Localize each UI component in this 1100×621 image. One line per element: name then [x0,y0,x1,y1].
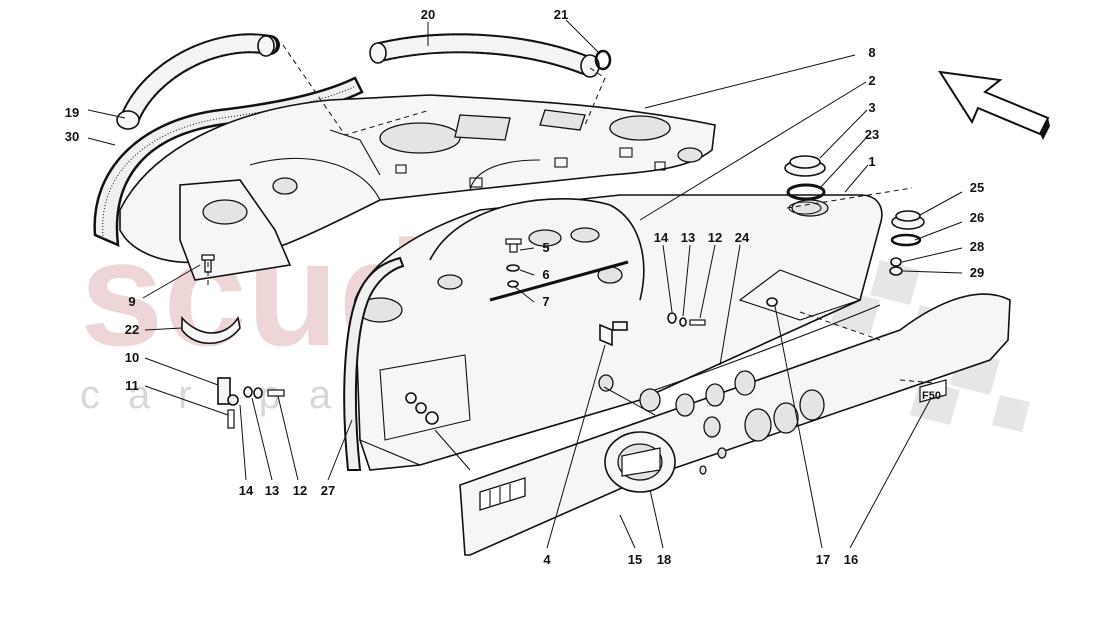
seal-strip-27 [343,256,405,471]
callout-3: 3 [868,100,875,115]
callout-28: 28 [970,239,984,254]
main-dashboard-1 [354,194,883,471]
nut-29 [889,266,903,276]
callout-13-upper: 13 [681,230,695,245]
callout-12-upper: 12 [708,230,722,245]
callout-26: 26 [970,210,984,225]
callout-29: 29 [970,265,984,280]
callout-labels: 20 21 8 2 3 23 1 25 26 28 29 19 30 5 6 7… [65,7,984,567]
callout-16: 16 [844,552,858,567]
spacer-22 [181,315,241,344]
callout-5: 5 [542,240,549,255]
callout-22: 22 [125,322,139,337]
callout-20: 20 [421,7,435,22]
cap-3 [784,155,826,177]
callout-23: 23 [865,127,879,142]
callout-19: 19 [65,105,79,120]
bracket-4 [599,323,613,347]
lower-fascia-15: F50 [459,293,1011,556]
hose-19 [116,33,280,130]
callout-1: 1 [868,154,875,169]
seal-strip-30 [93,76,364,248]
callout-18: 18 [657,552,671,567]
ring-23 [786,183,826,201]
callout-6: 6 [542,267,549,282]
callout-15: 15 [628,552,642,567]
air-vent-18 [604,431,676,493]
callout-27: 27 [321,483,335,498]
callout-21: 21 [554,7,568,22]
nut-7 [507,280,519,288]
callout-30: 30 [65,129,79,144]
callout-12-lower: 12 [293,483,307,498]
direction-arrow-icon [937,70,1050,140]
callout-17: 17 [816,552,830,567]
callout-10: 10 [125,350,139,365]
washer-28 [890,257,902,267]
callout-14-upper: 14 [654,230,669,245]
leader-lines [87,19,963,549]
hose-clamp-21 [594,49,612,71]
cap-25 [891,210,925,230]
callout-2: 2 [868,73,875,88]
washer-6 [506,264,520,272]
screw-11 [227,409,235,429]
bracket-10 [217,377,231,405]
callout-24: 24 [735,230,750,245]
callout-9: 9 [128,294,135,309]
clip-17 [766,297,778,307]
callout-4: 4 [543,552,551,567]
badge-16 [919,379,947,403]
hose-20 [369,33,600,78]
fastener-cluster [217,238,778,429]
callout-25: 25 [970,180,984,195]
callout-13-lower: 13 [265,483,279,498]
assembly-lines [207,44,936,384]
callout-7: 7 [542,294,549,309]
badge-text: F50 [922,390,941,402]
callout-11: 11 [125,378,139,393]
callout-8: 8 [868,45,875,60]
ring-26 [890,233,922,247]
callout-14-lower: 14 [239,483,254,498]
